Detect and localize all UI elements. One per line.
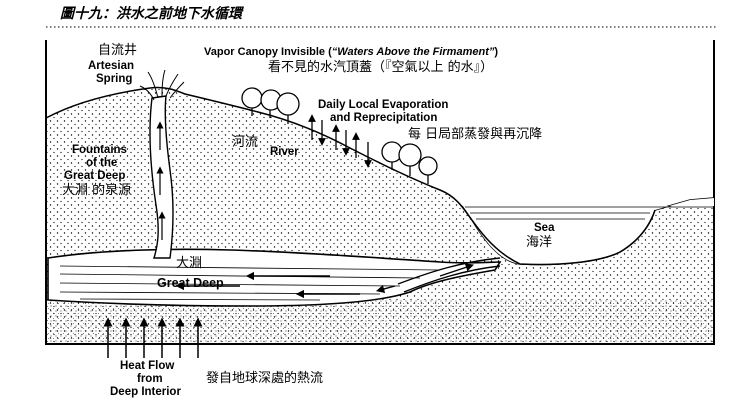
fountains-label-en-1: Fountains: [72, 144, 127, 156]
sea-outlet-channel-2: [403, 265, 501, 293]
canopy-label-en-b: “Waters Above the Firmament”: [331, 46, 495, 58]
fountains-label-en-3: Great Deep: [64, 170, 126, 182]
canopy-label-en-c: ): [494, 46, 499, 58]
artesian-label-zh: 自流井: [98, 43, 138, 58]
sea-outlet-channel: [397, 257, 501, 285]
canopy-label-zh: 看不見的水汽頂蓋（『空氣以上 的水』）: [268, 60, 494, 75]
great-deep-chamber: [47, 248, 502, 307]
artesian-shaft: [149, 95, 174, 259]
great-deep-flow-arrows: [175, 271, 396, 299]
outlet-arrow: [439, 263, 474, 277]
fountains-label-en-2: of the: [86, 157, 118, 169]
tree-icon: [241, 87, 438, 184]
canopy-label-en-a: Vapor Canopy Invisible (: [204, 46, 332, 58]
river-label-en: River: [270, 146, 299, 158]
great-deep-label-zh: 大淵: [176, 256, 203, 271]
sea-surface-lines: [465, 206, 714, 220]
evaporation-arrows: [308, 114, 372, 168]
sea-label-zh: 海洋: [526, 235, 553, 250]
bedrock: [48, 300, 713, 342]
evaporation-label-en-2: and Reprecipitation: [330, 112, 438, 124]
diagram-title: 圖十九：洪水之前地下水循環: [60, 6, 242, 22]
evaporation-label-zh: 每 日局部蒸發與再沉降: [408, 127, 543, 142]
sea-water: [462, 198, 714, 265]
heat-flow-arrows: [103, 317, 203, 358]
artesian-label-en-1: Artesian: [88, 60, 135, 72]
artesian-label-en-2: Spring: [96, 73, 133, 85]
river-label-zh: 河流: [232, 135, 259, 150]
canopy-label-en: Vapor Canopy Invisible (“Waters Above th…: [204, 46, 498, 59]
spring-plume-icon: [139, 69, 185, 101]
heat-flow-label-en-3: Deep Interior: [110, 386, 181, 398]
fountains-label-zh: 大淵 的泉源: [62, 183, 132, 198]
sea-label-en: Sea: [534, 222, 555, 234]
heat-flow-label-en-1: Heat Flow: [120, 360, 175, 372]
heat-flow-label-en-2: from: [137, 373, 163, 385]
sea-floor: [461, 205, 656, 266]
heat-flow-label-zh: 發自地球深處的熱流: [206, 371, 324, 386]
shaft-flow-arrows: [156, 121, 166, 240]
evaporation-label-en-1: Daily Local Evaporation: [318, 99, 449, 111]
great-deep-label-en: Great Deep: [157, 276, 224, 290]
